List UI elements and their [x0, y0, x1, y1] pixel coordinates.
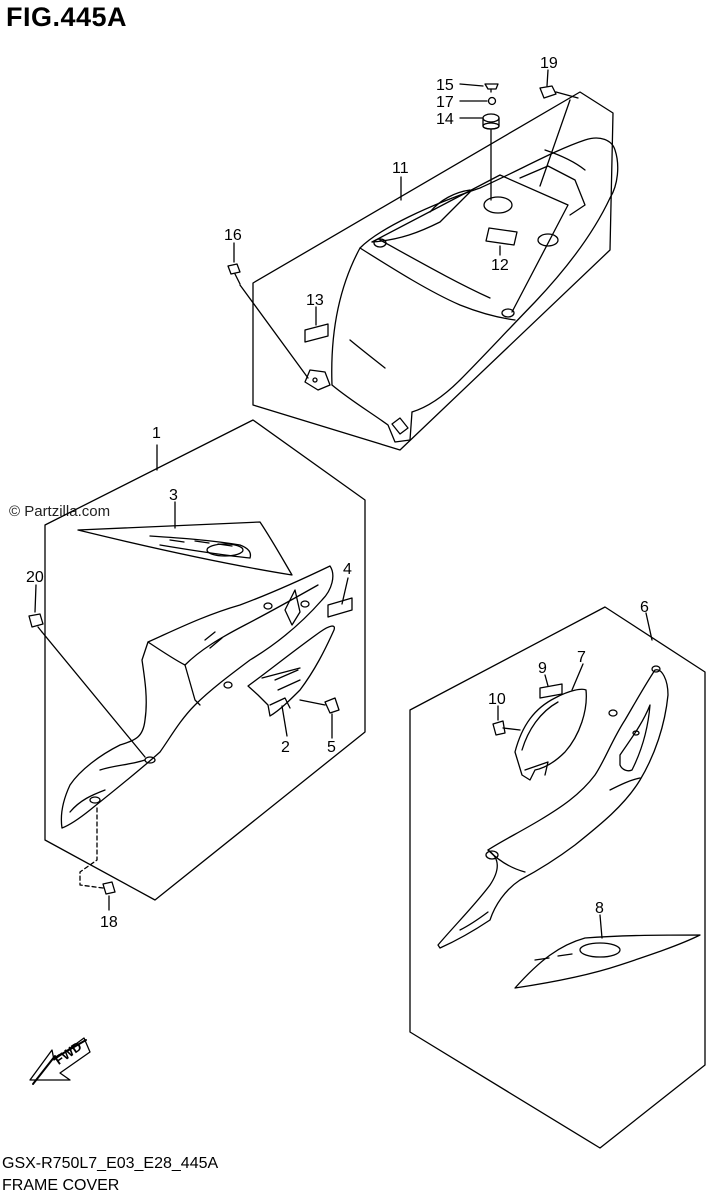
callout-7: 7 — [577, 649, 586, 666]
figure-title: FIG.445A — [6, 2, 128, 32]
group-6-frame — [409, 606, 706, 1149]
bracket-part-2 — [247, 625, 336, 717]
grommet-part-20 — [28, 613, 44, 633]
callout-6: 6 — [640, 599, 649, 616]
watermark: © Partzilla.com — [9, 503, 111, 520]
callout-4: 4 — [343, 561, 352, 578]
callout-14: 14 — [436, 111, 454, 128]
group-11-frame — [252, 91, 614, 451]
callout-10: 10 — [488, 691, 506, 708]
frame-cover-part-1 — [60, 565, 334, 829]
diagram-name: FRAME COVER — [2, 1177, 120, 1194]
decal-part-12 — [485, 227, 518, 246]
nut-part-18 — [102, 881, 116, 895]
diagram-code: GSX-R750L7_E03_E28_445A — [2, 1155, 219, 1172]
frame-cover-part-6 — [437, 665, 669, 949]
fwd-arrow — [29, 1037, 91, 1085]
decal-part-9 — [539, 683, 563, 699]
callout-3: 3 — [169, 487, 178, 504]
callout-5: 5 — [327, 739, 336, 756]
callout-11: 11 — [392, 160, 409, 177]
screw-part-5 — [299, 697, 340, 714]
callout-1: 1 — [152, 425, 161, 442]
decal-part-13 — [304, 323, 329, 343]
callout-12: 12 — [491, 257, 509, 274]
callout-8: 8 — [595, 900, 604, 917]
bolt-part-16 — [227, 263, 241, 285]
callout-17: 17 — [436, 94, 454, 111]
group-1-frame — [44, 419, 366, 901]
callout-2: 2 — [281, 739, 290, 756]
callout-15: 15 — [436, 77, 454, 94]
clip-part-19 — [539, 85, 579, 99]
seat-tail-cowl-part — [304, 137, 619, 443]
decal-part-8 — [514, 934, 701, 989]
callout-9: 9 — [538, 660, 547, 677]
callout-19: 19 — [540, 55, 558, 72]
decal-part-4 — [327, 597, 353, 618]
callout-18: 18 — [100, 914, 118, 931]
fastener-stack-14-15-17 — [482, 83, 500, 130]
callout-20: 20 — [26, 569, 44, 586]
callout-16: 16 — [224, 227, 242, 244]
bracket-part-7 — [514, 688, 587, 781]
decal-part-3 — [77, 521, 293, 576]
screw-part-10 — [492, 720, 521, 736]
callout-13: 13 — [306, 292, 324, 309]
